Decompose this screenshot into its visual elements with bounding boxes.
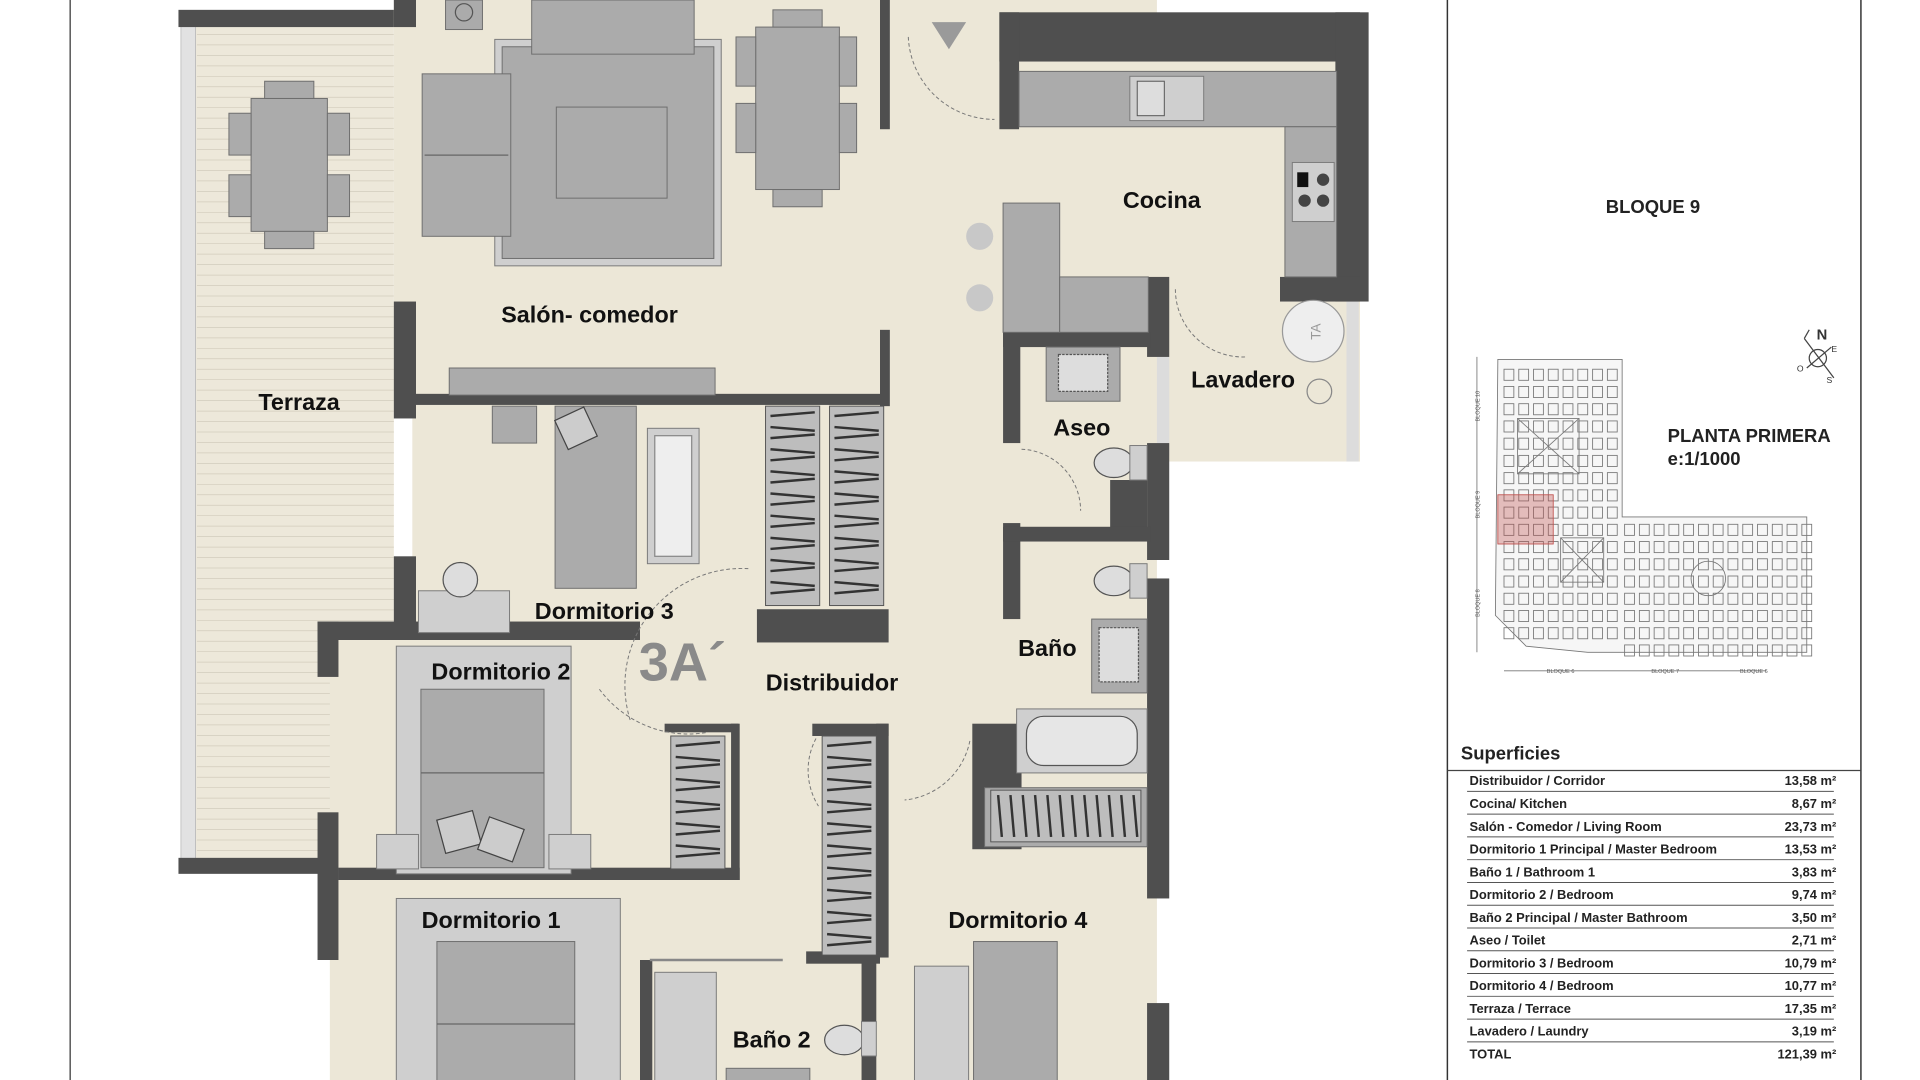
block-title: BLOQUE 9 (1606, 196, 1700, 217)
surface-row: Lavadero / Laundry 3,19 m² (1467, 1024, 1837, 1043)
room-label-distribuidor: Distribuidor (766, 669, 898, 695)
room-label-cocina: Cocina (1123, 187, 1202, 213)
site-block-labels: BLOQUE 10 BLOQUE 9 BLOQUE 8 BLOQUE 6 BLO… (1475, 391, 1767, 675)
site-block-label: BLOQUE 9 (1475, 491, 1481, 519)
room-label-aseo: Aseo (1053, 415, 1110, 441)
surface-value: 121,39 m² (1777, 1046, 1837, 1061)
surface-row: Dormitorio 4 / Bedroom 10,77 m² (1467, 978, 1837, 997)
living-furniture (228, 0, 858, 444)
water-heater-label: TA (1309, 323, 1324, 339)
wardrobe (990, 789, 1142, 843)
svg-text:S: S (1826, 375, 1832, 385)
surface-row: Dormitorio 1 Principal / Master Bedroom 1… (1467, 842, 1837, 861)
site-block-label: BLOQUE 8 (1475, 589, 1481, 617)
wardrobe (821, 735, 877, 956)
site-plan-thumbnail (1476, 356, 1813, 672)
compass-icon: N E O S (1797, 328, 1837, 385)
entrance-arrow-icon (931, 22, 967, 50)
room-label-dormitorio4: Dormitorio 4 (948, 907, 1087, 933)
surface-value: 13,58 m² (1785, 773, 1837, 788)
wardrobe (765, 405, 821, 607)
surface-row: Dormitorio 3 / Bedroom 10,79 m² (1467, 955, 1837, 975)
wardrobes (670, 405, 1142, 956)
surface-value: 3,19 m² (1792, 1024, 1837, 1039)
kitchen-furniture: TA (966, 70, 1345, 405)
surface-label: Dormitorio 2 / Bedroom (1470, 887, 1614, 902)
surface-label: Lavadero / Laundry (1470, 1024, 1590, 1039)
surface-value: 8,67 m² (1792, 796, 1837, 811)
room-label-dormitorio3: Dormitorio 3 (535, 598, 674, 624)
room-label-salon: Salón- comedor (501, 301, 678, 327)
surface-label: Cocina/ Kitchen (1470, 796, 1568, 811)
surface-value: 9,74 m² (1792, 887, 1837, 902)
surface-row: Aseo / Toilet 2,71 m² (1467, 933, 1837, 952)
surface-label: Dormitorio 3 / Bedroom (1470, 955, 1614, 970)
room-label-bano2: Baño 2 (733, 1026, 811, 1052)
surface-row: Baño 1 / Bathroom 1 3,83 m² (1467, 864, 1837, 883)
svg-text:N: N (1817, 328, 1828, 344)
highlighted-unit (1497, 494, 1554, 545)
surface-value: 23,73 m² (1785, 819, 1837, 834)
surface-value: 3,83 m² (1792, 864, 1837, 879)
surface-row: Cocina/ Kitchen 8,67 m² (1467, 796, 1837, 815)
apartment-plan: TA (178, 0, 1369, 1080)
surface-label: Baño 2 Principal / Master Bathroom (1470, 910, 1688, 925)
surface-value: 2,71 m² (1792, 933, 1837, 948)
surface-label: TOTAL (1470, 1046, 1512, 1061)
unit-label: 3A´ (639, 633, 726, 693)
surface-row: Salón - Comedor / Living Room 23,73 m² (1467, 819, 1837, 838)
room-label-bano: Baño (1018, 635, 1076, 661)
room-label-terraza: Terraza (258, 389, 340, 415)
surface-label: Dormitorio 4 / Bedroom (1470, 978, 1614, 993)
site-block-label: BLOQUE 10 (1475, 391, 1481, 422)
wardrobe (829, 405, 885, 607)
surface-value: 13,53 m² (1785, 842, 1837, 857)
surfaces-table: Distribuidor / Corridor 13,58 m² Cocina/ K… (1467, 773, 1837, 1061)
room-label-lavadero: Lavadero (1191, 367, 1295, 393)
surface-row: Terraza / Terrace 17,35 m² (1467, 1001, 1837, 1020)
surface-row: Dormitorio 2 / Bedroom 9,74 m² (1467, 887, 1837, 906)
surface-value: 10,77 m² (1785, 978, 1837, 993)
room-label-dormitorio1: Dormitorio 1 (422, 907, 561, 933)
wardrobe (670, 735, 726, 870)
svg-text:E: E (1831, 344, 1837, 354)
site-block-label: BLOQUE 6 (1547, 669, 1575, 675)
room-labels: 3A´ Terraza Salón- comedor Cocina Lavade… (258, 187, 1295, 1052)
site-block-label: BLOQUE 6 (1740, 669, 1768, 675)
surface-label: Aseo / Toilet (1470, 933, 1546, 948)
svg-text:O: O (1797, 364, 1804, 374)
surface-label: Distribuidor / Corridor (1470, 773, 1606, 788)
surface-value: 17,35 m² (1785, 1001, 1837, 1016)
room-label-dormitorio2: Dormitorio 2 (431, 658, 570, 684)
surface-total-row: TOTAL 121,39 m² (1470, 1046, 1837, 1061)
site-block-label: BLOQUE 7 (1651, 669, 1679, 675)
bedroom-furniture (376, 405, 1058, 1080)
surface-value: 10,79 m² (1785, 955, 1837, 970)
door-swings (598, 36, 1246, 807)
walls (317, 0, 1369, 1080)
scale-label: e:1/1000 (1668, 448, 1741, 469)
floor-title: PLANTA PRIMERA (1668, 425, 1831, 446)
surface-label: Salón - Comedor / Living Room (1470, 819, 1662, 834)
surface-label: Dormitorio 1 Principal / Master Bedroom (1470, 842, 1717, 857)
surface-label: Baño 1 / Bathroom 1 (1470, 864, 1596, 879)
surface-row: Distribuidor / Corridor 13,58 m² (1467, 773, 1837, 792)
surfaces-heading: Superficies (1461, 742, 1560, 763)
surface-value: 3,50 m² (1792, 910, 1837, 925)
info-panel: BLOQUE 9 N E O S PLANTA PRIMERA e:1/1000 (1447, 196, 1861, 1061)
surface-label: Terraza / Terrace (1470, 1001, 1571, 1016)
surface-row: Baño 2 Principal / Master Bathroom 3,50 m… (1467, 910, 1837, 929)
